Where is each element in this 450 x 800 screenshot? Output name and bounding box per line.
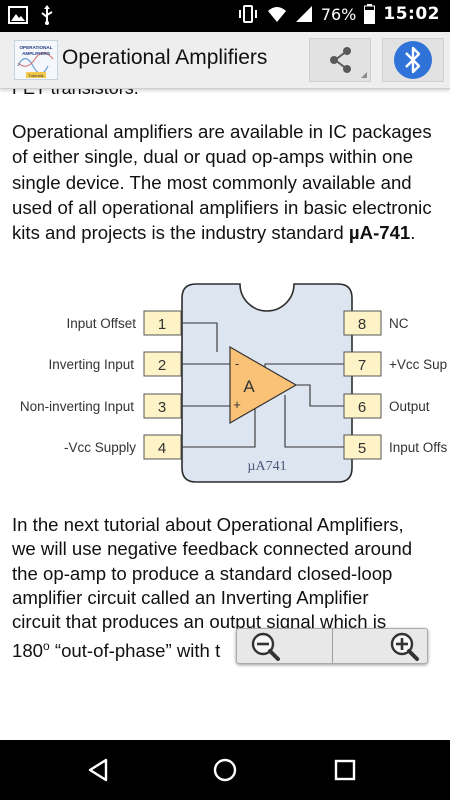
pin-1-label: Input Offset [66, 316, 136, 331]
pin-7-box [343, 351, 382, 377]
para2-line: In the next tutorial about Operational A… [12, 514, 404, 535]
pin-5-label: Input Offs [389, 440, 448, 455]
para1-text: Operational amplifiers are available in … [12, 121, 432, 244]
para2-line: amplifier circuit called an Inverting Am… [12, 586, 369, 608]
pin-4-box [143, 434, 182, 460]
wire-pin6 [296, 384, 353, 407]
pin-8-label: NC [389, 316, 409, 331]
para2-last-text: “out-of-phase” with t [49, 640, 221, 662]
share-icon [330, 47, 367, 78]
pin-6-number: 6 [358, 399, 366, 416]
share-button[interactable] [309, 38, 371, 82]
pin-8-box [343, 310, 382, 336]
wire-pin1 [181, 322, 218, 352]
para2-line: circuit that produces an output signal w… [12, 611, 387, 633]
wire-pin4 [181, 399, 256, 448]
logo-line1: OPERATIONAL [19, 45, 52, 50]
inverting-sign: - [235, 356, 239, 371]
pin-7-number: 7 [358, 357, 366, 374]
para1-end: . [410, 222, 416, 244]
pin-3-box [143, 393, 182, 419]
signal-icon [295, 6, 312, 22]
zoom-in-button[interactable] [332, 629, 427, 663]
article-content[interactable]: FET transistors. Operational amplifiers … [0, 89, 450, 740]
pin-6-box [343, 393, 382, 419]
back-icon[interactable] [84, 755, 114, 785]
app-logo: OPERATIONAL AMPLIFIERS Tutorials [14, 40, 58, 80]
usb-icon [41, 5, 53, 25]
pin-1-number: 1 [158, 316, 166, 333]
pin-2-number: 2 [158, 357, 166, 374]
left-pins: 1 Input Offset 2 Inverting Input 3 Non-i… [20, 310, 182, 460]
para1-bold-part: µA-741 [348, 222, 411, 244]
right-pins: 8 NC 7 +Vcc Sup 6 Output 5 Input Offs [343, 310, 448, 460]
navigation-bar [0, 740, 450, 800]
vibrate-icon [238, 5, 257, 23]
noninverting-sign: + [233, 397, 241, 412]
bluetooth-button[interactable] [382, 38, 444, 82]
pin-3-number: 3 [158, 399, 166, 416]
degree-value: 180 [12, 640, 44, 662]
pin-5-number: 5 [358, 440, 366, 457]
pin-8-number: 8 [358, 316, 366, 333]
degree-sup: o [43, 639, 50, 654]
chip-label: µA741 [247, 459, 286, 474]
zoom-in-icon [390, 632, 419, 661]
status-time: 15:02 [383, 4, 440, 24]
logo-badge: Tutorials [28, 73, 43, 78]
para2-line: we will use negative feedback connected … [12, 538, 413, 560]
recents-icon[interactable] [330, 755, 360, 785]
zoom-out-icon [251, 632, 280, 661]
pin-7-label: +Vcc Sup [389, 357, 447, 372]
cut-off-text-line: FET transistors. [12, 89, 139, 99]
logo-line2: AMPLIFIERS [22, 51, 50, 56]
amp-symbol-letter: A [243, 377, 255, 396]
pin-6-label: Output [389, 399, 430, 414]
ua741-pinout-diagram: A - + µA741 1 Input Offset 2 Inverting I… [20, 283, 448, 483]
battery-icon [364, 4, 376, 24]
status-bar: 76% 15:02 [0, 0, 450, 32]
home-icon[interactable] [210, 755, 240, 785]
pin-2-box [143, 351, 182, 377]
para2-line: the op-amp to produce a standard closed-… [12, 562, 393, 584]
gallery-icon [8, 6, 28, 24]
pin-2-label: Inverting Input [48, 357, 134, 372]
para2-line: 180o “out-of-phase” with t [12, 634, 448, 663]
zoom-control [236, 628, 428, 664]
wifi-icon [267, 7, 286, 22]
battery-percent: 76% [320, 4, 357, 24]
pin-4-label: -Vcc Supply [64, 440, 136, 455]
pin-3-label: Non-inverting Input [20, 399, 134, 414]
pin-4-number: 4 [158, 440, 166, 457]
pin-5-box [343, 434, 382, 460]
bluetooth-icon [394, 41, 432, 79]
app-bar: OPERATIONAL AMPLIFIERS Tutorials Operati… [0, 32, 450, 89]
op-amp-symbol [229, 345, 298, 425]
app-title: Operational Amplifiers [62, 46, 268, 69]
zoom-out-button[interactable] [237, 629, 333, 663]
paragraph-ic-packages: Operational amplifiers are available in … [12, 119, 442, 245]
paragraph-next-tutorial: In the next tutorial about Operational A… [12, 513, 448, 664]
wire-pin5 [284, 395, 353, 448]
pin-1-box [143, 310, 182, 336]
